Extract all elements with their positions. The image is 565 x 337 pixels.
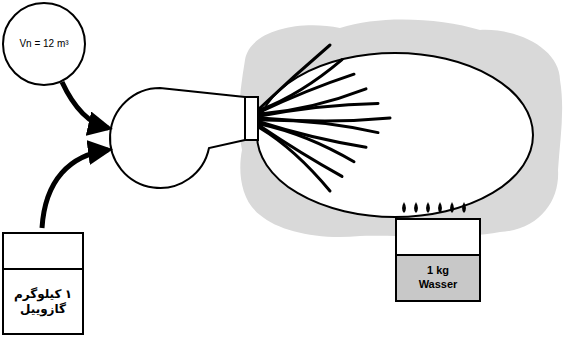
flame-stroke: [260, 89, 366, 114]
label-panel: ۱ کیلوگرم گازوییل: [4, 268, 82, 333]
air-volume-circle: Vn = 12 m³: [2, 2, 86, 86]
burner-nozzle: [245, 97, 258, 140]
water-drop: [462, 202, 466, 213]
node-label: 1 kg Wasser: [414, 262, 462, 294]
flame-stroke: [260, 128, 330, 191]
flame-envelope: [257, 53, 533, 217]
water-drop: [414, 202, 418, 213]
node-label: Vn = 12 m³: [17, 36, 70, 53]
water-container: 1 kg Wasser: [395, 218, 481, 302]
water-drops: [402, 202, 466, 213]
smoke-cloud: [239, 20, 562, 237]
label-panel: 1 kg Wasser: [397, 254, 479, 300]
node-label: ۱ کیلوگرم گازوییل: [4, 285, 82, 319]
flame-stroke: [260, 126, 342, 176]
fuel-container: ۱ کیلوگرم گازوییل: [2, 232, 84, 335]
water-drop: [402, 202, 406, 213]
flame-strokes: [260, 45, 390, 191]
fuel-arrow: [42, 150, 108, 228]
flame-stroke: [260, 103, 378, 116]
flame-stroke: [260, 122, 366, 147]
water-drop: [426, 202, 430, 213]
air-arrow: [62, 82, 108, 128]
blower-housing: [110, 88, 245, 188]
water-drop: [438, 202, 442, 213]
water-drop: [450, 202, 454, 213]
